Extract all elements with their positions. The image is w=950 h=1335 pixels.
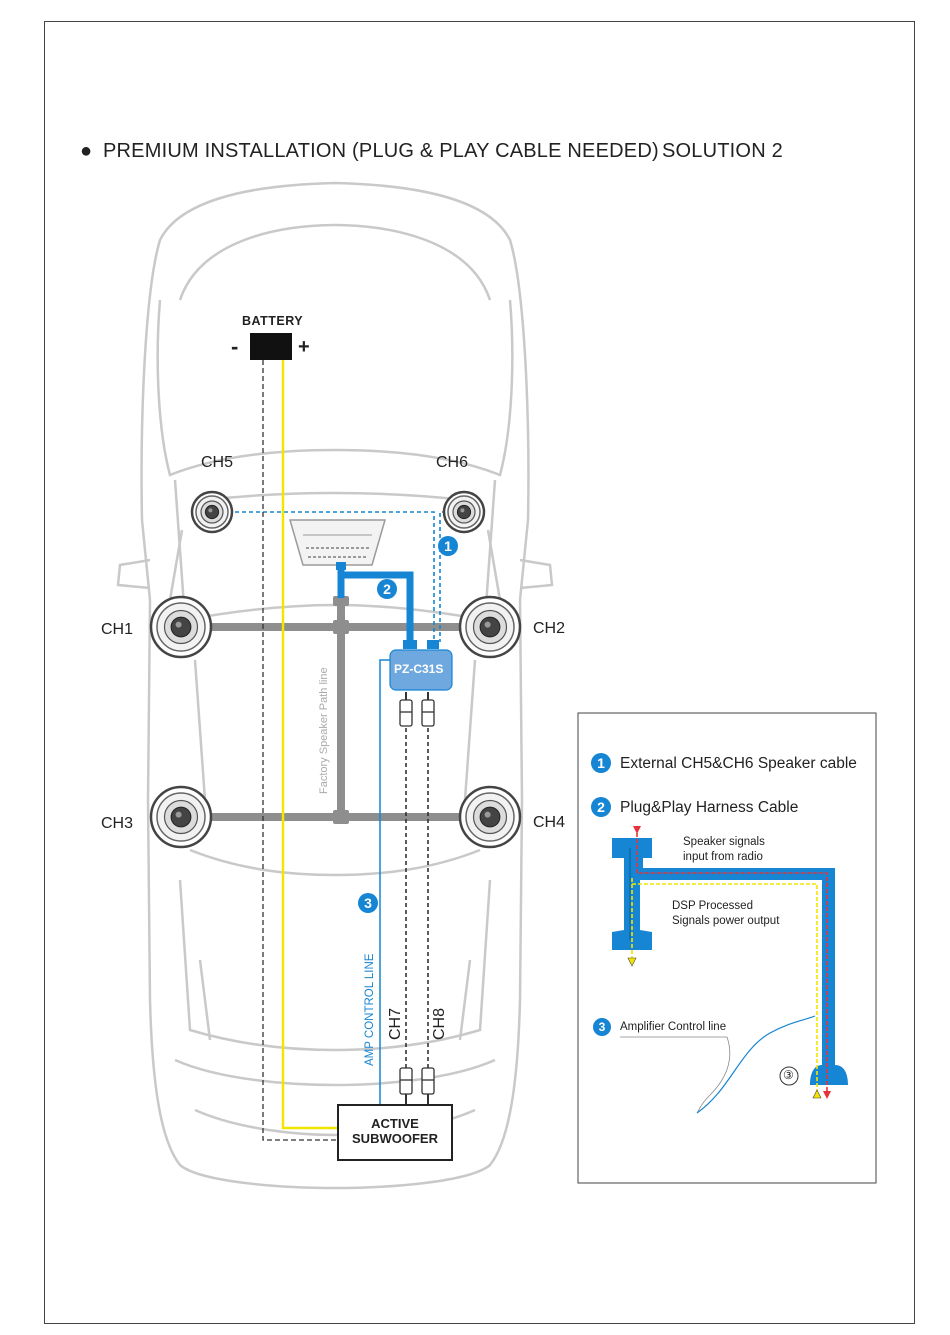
bus-connectors (333, 596, 349, 824)
speaker-ch3 (149, 785, 213, 849)
legend-badge-3: 3 (593, 1018, 611, 1036)
solution-label: SOLUTION 2 (662, 140, 783, 162)
subwoofer-line2: SUBWOOFER (352, 1131, 438, 1146)
rca-plugs (399, 699, 435, 1095)
title-bullet: ● (80, 140, 93, 162)
legend-item-3: Amplifier Control line (620, 1021, 727, 1033)
ch1-label: CH1 (101, 621, 134, 638)
ch4-label: CH4 (533, 814, 566, 831)
legend-harness-drawing (612, 826, 848, 1114)
badge-1: 1 (438, 536, 458, 556)
speaker-ch6 (442, 490, 486, 534)
amp-control-label: AMP CONTROL LINE (364, 953, 376, 1066)
ch3-label: CH3 (101, 815, 134, 832)
factory-speaker-bus (186, 596, 474, 824)
speaker-ch2 (458, 595, 522, 659)
page-title: PREMIUM INSTALLATION (PLUG & PLAY CABLE … (103, 140, 659, 162)
head-unit (289, 519, 386, 566)
module-label: PZ-C31S (394, 662, 444, 676)
legend-item-2: Plug&Play Harness Cable (620, 799, 799, 816)
battery-label: BATTERY (242, 314, 304, 328)
battery (250, 333, 292, 360)
badge-3: 3 (358, 893, 378, 913)
dsp-line2: Signals power output (672, 915, 780, 927)
page-frame (44, 21, 915, 1324)
active-subwoofer-box (337, 1104, 453, 1161)
ch8-label: CH8 (431, 1007, 448, 1040)
speaker-ch5 (190, 490, 234, 534)
speaker-signals-line2: input from radio (683, 851, 763, 863)
legend-item-1: External CH5&CH6 Speaker cable (620, 755, 857, 772)
dsp-line1: DSP Processed (672, 900, 753, 912)
speaker-ch1 (149, 595, 213, 659)
factory-path-label: Factory Speaker Path line (318, 667, 330, 794)
legend-badge-2: 2 (591, 797, 611, 817)
amp-control-line (379, 659, 390, 1108)
battery-positive-wire (281, 360, 338, 1130)
speaker-ch4 (458, 785, 522, 849)
harness-cable (337, 568, 414, 642)
subwoofer-line1: ACTIVE (371, 1116, 419, 1131)
battery-plus: + (298, 336, 310, 358)
battery-negative-wire (262, 360, 338, 1141)
car-outline (116, 181, 554, 1190)
speakers (149, 490, 522, 849)
ch5-label: CH5 (201, 454, 234, 471)
badge-2: 2 (377, 579, 397, 599)
ch7-label: CH7 (387, 1007, 404, 1040)
speaker-signals-line1: Speaker signals (683, 836, 765, 848)
legend-circle-3: ③ (783, 1068, 794, 1082)
pz-c31s-module (389, 649, 453, 691)
legend-badge-1: 1 (591, 753, 611, 773)
rca-cables (405, 728, 429, 1068)
battery-minus: - (231, 334, 239, 359)
ch2-label: CH2 (533, 620, 566, 637)
ch6-label: CH6 (436, 454, 469, 471)
